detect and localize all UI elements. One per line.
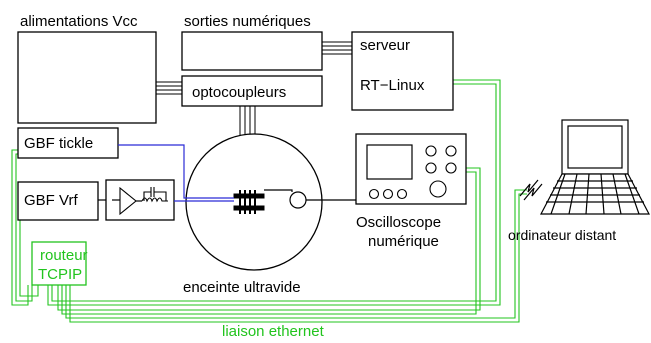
ethernet-link-label: liaison ethernet bbox=[222, 323, 325, 340]
server-os-label: RT−Linux bbox=[360, 77, 425, 94]
digital-outputs-label: sorties numériques bbox=[184, 13, 311, 30]
capacitor-icon bbox=[143, 187, 167, 201]
detector-wire bbox=[264, 189, 293, 192]
ethernet-wire-tickle-b bbox=[15, 153, 33, 302]
ethernet-wire-remote bbox=[65, 189, 527, 319]
amplifier-resonator-box bbox=[105, 179, 175, 221]
gbf-vrf-box bbox=[17, 181, 99, 221]
router-protocol-label: TCPIP bbox=[38, 266, 82, 283]
digital-outputs-box bbox=[181, 31, 323, 71]
chamber-label: enceinte ultravide bbox=[183, 279, 301, 296]
oscilloscope-icon bbox=[355, 133, 467, 205]
router-label: routeur bbox=[40, 247, 88, 264]
ethernet-wire-server-b bbox=[51, 83, 497, 302]
server-box bbox=[351, 31, 454, 111]
lightning-break-icon bbox=[519, 179, 543, 201]
oscilloscope-type-label: numérique bbox=[368, 233, 439, 250]
optocouplers-label: optocoupleurs bbox=[192, 84, 286, 101]
remote-computer-label: ordinateur distant bbox=[508, 227, 616, 243]
power-supplies-label: alimentations Vcc bbox=[20, 13, 138, 30]
power-supplies-box bbox=[17, 31, 157, 124]
amplifier-icon bbox=[112, 186, 142, 216]
oscilloscope-label: Oscilloscope bbox=[356, 214, 441, 231]
detector bbox=[289, 191, 307, 209]
ethernet-wire-server bbox=[47, 79, 501, 306]
gbf-tickle-box bbox=[17, 127, 119, 159]
router-box bbox=[31, 241, 87, 286]
tickle-signal-wire bbox=[118, 144, 234, 199]
trap-electrodes bbox=[233, 190, 265, 214]
ethernet-wire-tickle bbox=[11, 149, 29, 306]
gbf-tickle-label: GBF tickle bbox=[24, 135, 93, 152]
ethernet-wire-scope bbox=[57, 167, 481, 311]
laptop-icon bbox=[540, 119, 650, 215]
server-label: serveur bbox=[360, 37, 410, 54]
gbf-vrf-label: GBF Vrf bbox=[24, 192, 78, 209]
optocouplers-box bbox=[181, 75, 323, 107]
coil-icon bbox=[141, 197, 168, 203]
ethernet-wire-scope-b bbox=[61, 171, 477, 315]
